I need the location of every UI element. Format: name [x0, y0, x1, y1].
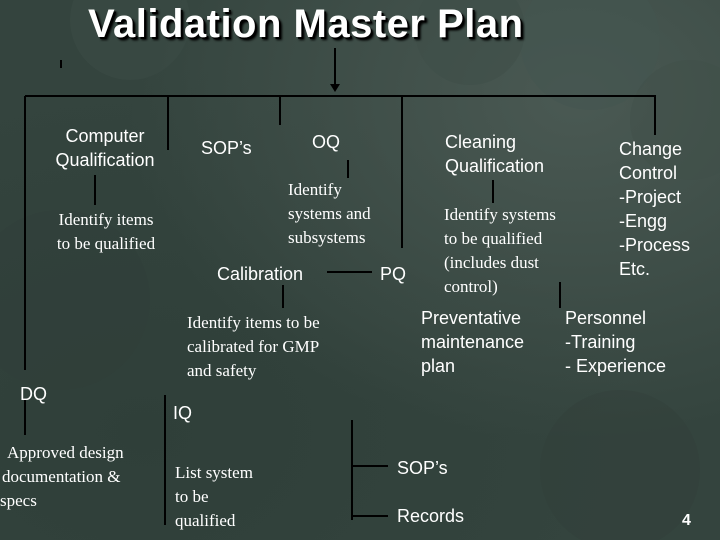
personnel-line-2: -Training	[565, 332, 636, 352]
dq-detail-line-1: Approved design	[7, 443, 124, 462]
calibration-detail-line-2: calibrated for GMP	[187, 337, 320, 356]
iq-detail-line-3: qualified	[175, 511, 236, 530]
cleaning-detail: Identify systems to be qualified (includ…	[444, 203, 556, 299]
page-title: Validation Master Plan	[88, 2, 524, 46]
records-node: Records	[397, 506, 465, 526]
change-control-line-4: -Engg	[619, 211, 668, 231]
cleaning-detail-line-2: to be qualified	[444, 229, 543, 248]
calibration-detail: Identify items to be calibrated for GMP …	[187, 311, 320, 383]
cleaning-qualification-node: Cleaning Qualification	[445, 130, 544, 178]
preventative-line-1: Preventative	[421, 308, 522, 328]
computer-qualification-node: Computer Qualification	[35, 124, 175, 172]
iq-detail: List system to be qualified	[175, 461, 253, 533]
change-control-line-1: Change	[619, 139, 683, 159]
oq-detail-line-2: systems and	[288, 204, 371, 223]
preventative-line-2: maintenance	[421, 332, 525, 352]
iq-node: IQ	[173, 403, 193, 423]
change-control-line-2: Control	[619, 163, 678, 183]
cleaning-qualification-line-2: Qualification	[445, 156, 545, 176]
computer-detail: Identify items to be qualified	[40, 208, 172, 256]
oq-detail-line-3: subsystems	[288, 228, 366, 247]
preventative-line-3: plan	[421, 356, 456, 376]
calibration-node: Calibration	[217, 264, 304, 284]
change-control-line-6: Etc.	[619, 259, 651, 279]
oq-node: OQ	[312, 132, 341, 152]
page-number: 4	[682, 512, 691, 529]
dq-detail-line-3: specs	[0, 491, 37, 510]
iq-detail-line-2: to be	[175, 487, 209, 506]
pq-node: PQ	[380, 264, 407, 284]
oq-detail: Identify systems and subsystems	[288, 178, 371, 250]
title-tick	[60, 60, 62, 68]
personnel-line-3: - Experience	[565, 356, 667, 376]
personnel-node: Personnel -Training - Experience	[565, 306, 666, 378]
oq-detail-line-1: Identify	[288, 180, 342, 199]
personnel-line-1: Personnel	[565, 308, 647, 328]
calibration-detail-line-1: Identify items to be	[187, 313, 320, 332]
sops-top-node: SOP’s	[201, 138, 252, 158]
cleaning-detail-line-1: Identify systems	[444, 205, 556, 224]
cleaning-qualification-line-1: Cleaning	[445, 132, 517, 152]
change-control-line-5: -Process	[619, 235, 691, 255]
cleaning-detail-line-3: (includes dust	[444, 253, 539, 272]
computer-qualification-line-1: Computer	[65, 126, 145, 146]
calibration-detail-line-3: and safety	[187, 361, 257, 380]
computer-detail-line-2: to be qualified	[56, 234, 156, 253]
computer-detail-line-1: Identify items	[58, 210, 154, 229]
dq-detail-line-2: documentation &	[2, 467, 121, 486]
sops-bottom-node: SOP’s	[397, 458, 448, 478]
preventative-maintenance-node: Preventative maintenance plan	[421, 306, 524, 378]
change-control-node: Change Control -Project -Engg -Process E…	[619, 137, 690, 281]
iq-detail-line-1: List system	[175, 463, 253, 482]
dq-node: DQ	[20, 384, 47, 404]
cleaning-detail-line-4: control)	[444, 277, 498, 296]
computer-qualification-line-2: Qualification	[55, 150, 155, 170]
change-control-line-3: -Project	[619, 187, 682, 207]
dq-detail: Approved design documentation & specs	[0, 441, 150, 513]
